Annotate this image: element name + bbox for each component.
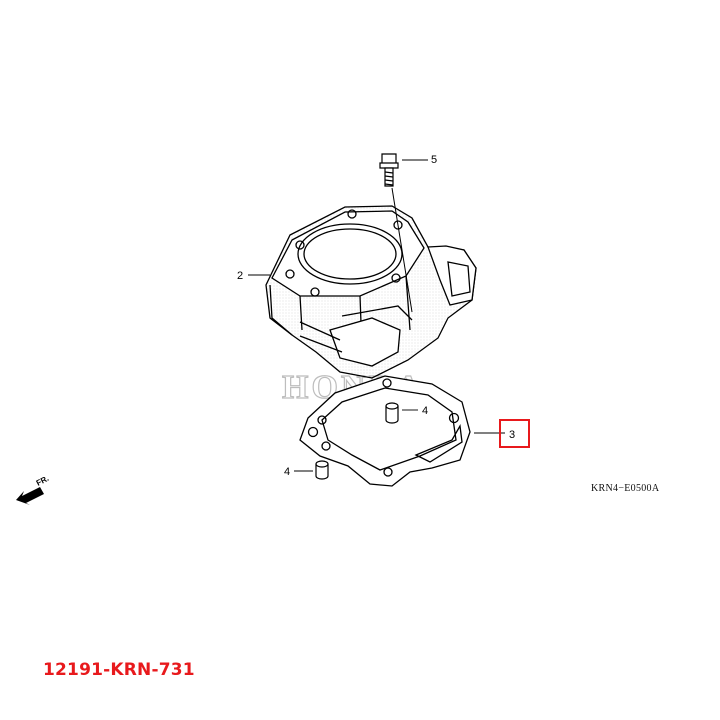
gasket-drawing <box>299 375 471 487</box>
callout-dowel-upper: 4 <box>422 405 428 417</box>
part-number: 12191-KRN-731 <box>43 660 195 680</box>
callout-highlight-box <box>499 419 530 448</box>
callout-gasket[interactable]: 3 <box>509 429 515 441</box>
callout-bolt: 5 <box>431 154 437 166</box>
cylinder-drawing <box>265 205 477 379</box>
dowel-pin-upper-drawing <box>385 402 418 424</box>
callout-dowel-lower: 4 <box>284 466 290 478</box>
front-arrow-icon <box>16 487 44 505</box>
dowel-pin-lower-drawing <box>294 460 329 480</box>
drawing-code: KRN4−E0500A <box>591 483 660 494</box>
front-label: FR. <box>35 474 51 488</box>
bolt-drawing <box>379 153 428 313</box>
front-direction-marker: FR. <box>16 474 50 505</box>
callout-cylinder: 2 <box>237 270 243 282</box>
